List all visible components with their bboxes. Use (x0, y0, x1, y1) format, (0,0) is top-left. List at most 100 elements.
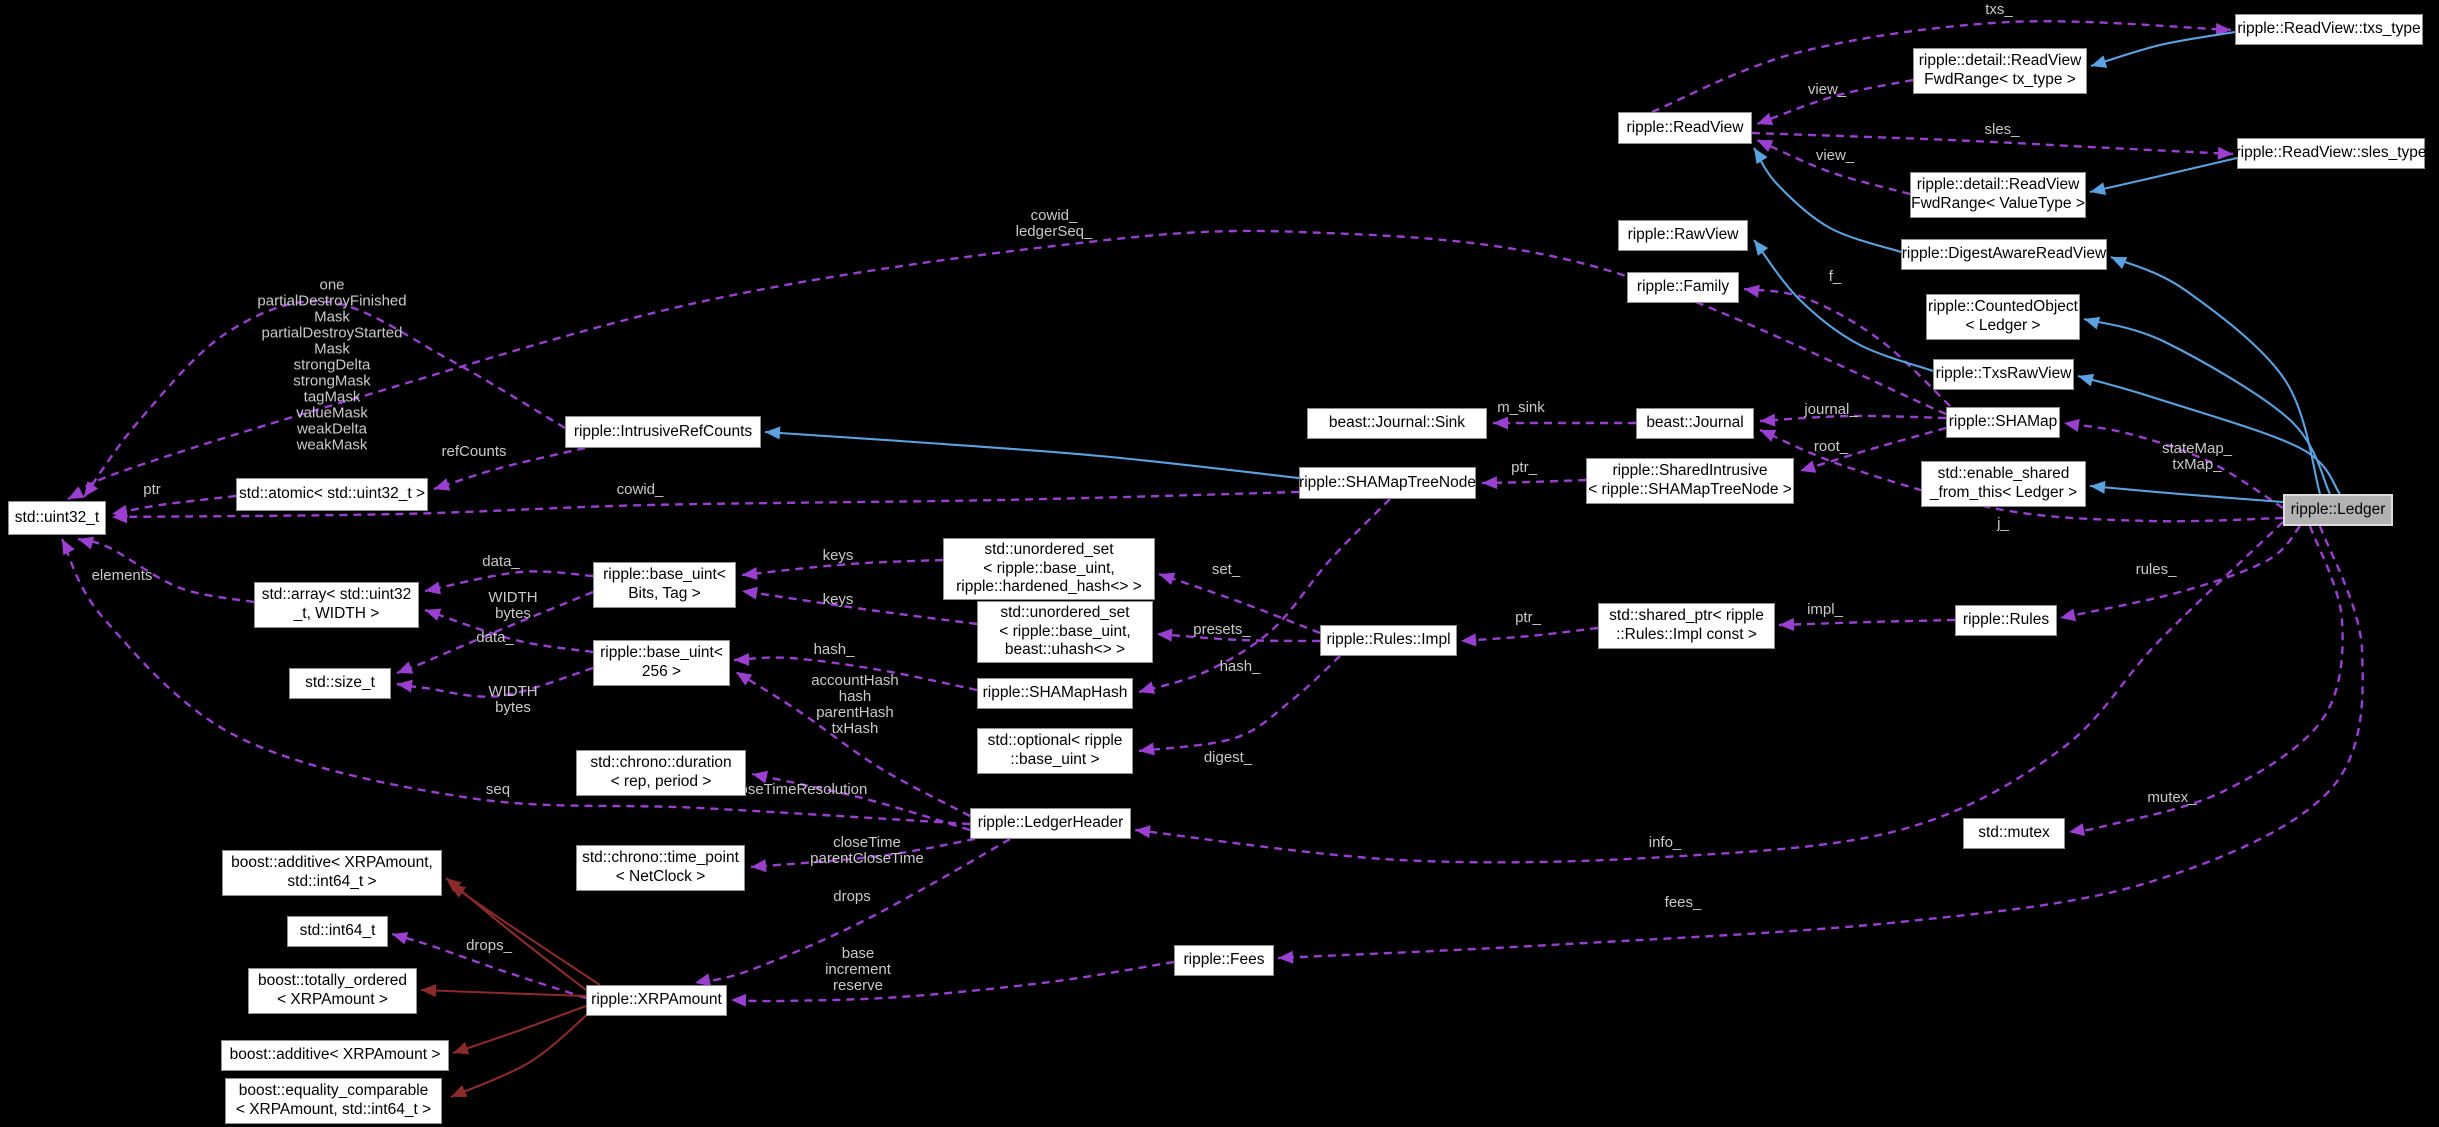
node-countedobject[interactable]: ripple::CountedObject < Ledger > (1926, 294, 2080, 340)
edge-pinh-equality-arrowhead (451, 1084, 468, 1097)
edge-inh-sles-type-arrowhead (2090, 182, 2107, 195)
edge-refcounts-arrowhead (434, 478, 451, 491)
node-readview-txs-type[interactable]: ripple::ReadView::txs_type (2235, 14, 2423, 45)
edge-closetimeres-arrowhead (752, 770, 769, 784)
node-chrono-duration[interactable]: std::chrono::duration < rep, period > (576, 750, 746, 796)
edge-label-info: info_ (1648, 833, 1682, 851)
edge-data2-arrowhead (425, 608, 442, 621)
node-atomic-uint32[interactable]: std::atomic< std::uint32_t > (236, 478, 428, 511)
node-ledger[interactable]: ripple::Ledger (2283, 494, 2393, 526)
edge-view-tx-arrowhead (1757, 112, 1774, 126)
edge-txs (1651, 20, 2232, 114)
edge-label-j: j_ (1997, 514, 2009, 532)
edge-inh-ledger-digestaware-arrowhead (2111, 257, 2128, 270)
node-unordered-set-hardened[interactable]: std::unordered_set < ripple::base_uint, … (943, 538, 1155, 600)
node-readview-sles-type[interactable]: ripple::ReadView::sles_type (2236, 138, 2427, 169)
edge-root-arrowhead (1800, 460, 1817, 473)
node-sharedintrusive[interactable]: ripple::SharedIntrusive < ripple::SHAMap… (1586, 458, 1794, 504)
edge-inh-ledger-enable-arrowhead (2090, 480, 2106, 494)
node-txsrawview[interactable]: ripple::TxsRawView (1933, 359, 2074, 390)
node-intrusiverefcounts[interactable]: ripple::IntrusiveRefCounts (565, 416, 761, 448)
edge-digest (1138, 655, 1341, 753)
node-boost-equality[interactable]: boost::equality_comparable < XRPAmount, … (225, 1078, 442, 1124)
node-shamaptreenode[interactable]: ripple::SHAMapTreeNode (1299, 467, 1476, 499)
node-readview-fwdrange-tx[interactable]: ripple::detail::ReadView FwdRange< tx_ty… (1913, 48, 2087, 94)
node-shamap[interactable]: ripple::SHAMap (1946, 407, 2060, 438)
edge-j (1759, 428, 2284, 523)
edge-hash2 (1138, 498, 1391, 694)
edge-drops-member (391, 932, 587, 1000)
node-boost-additive-int64[interactable]: boost::additive< XRPAmount, std::int64_t… (222, 850, 442, 896)
edge-ptr-rulesimpl (1460, 626, 1599, 643)
node-base-uint-256[interactable]: ripple::base_uint< 256 > (593, 640, 730, 686)
edge-elements-arrowhead (78, 536, 95, 550)
edge-pinh-additive-arrowhead (453, 1042, 470, 1055)
node-base-uint-bits[interactable]: ripple::base_uint< Bits, Tag > (593, 562, 736, 608)
node-readview[interactable]: ripple::ReadView (1618, 112, 1752, 144)
edge-label-elements: elements (91, 566, 153, 584)
node-family[interactable]: ripple::Family (1627, 272, 1739, 303)
node-boost-totally-ordered[interactable]: boost::totally_ordered < XRPAmount > (248, 968, 417, 1014)
edge-keys1-arrowhead (742, 567, 758, 580)
edge-keys2 (741, 589, 978, 626)
edge-masks (83, 299, 566, 498)
node-int64[interactable]: std::int64_t (287, 916, 388, 947)
node-journal[interactable]: beast::Journal (1636, 408, 1754, 439)
node-optional-base-uint[interactable]: std::optional< ripple ::base_uint > (977, 728, 1133, 774)
edge-label-view-tx: view_ (1807, 80, 1847, 98)
edge-drops-member-arrowhead (392, 932, 409, 945)
node-array-uint32[interactable]: std::array< std::uint32 _t, WIDTH > (254, 582, 419, 628)
edge-inh-treenode-refcounts (764, 430, 1300, 480)
edge-width1-arrowhead (397, 661, 414, 674)
node-shamaphash[interactable]: ripple::SHAMapHash (977, 678, 1133, 709)
node-rules[interactable]: ripple::Rules (1955, 605, 2057, 636)
edge-j-arrowhead (1760, 429, 1777, 442)
edge-inh-ledger-enable (2089, 484, 2284, 504)
edge-label-ptr-atomic: ptr (143, 480, 161, 498)
edge-ptr-treenode-arrowhead (1482, 476, 1498, 490)
edge-fees-edge-arrowhead (1278, 950, 1294, 964)
edge-root (1799, 426, 1947, 473)
edge-inh-txs-type (2090, 30, 2236, 68)
edge-set-arrowhead (1159, 572, 1176, 586)
edge-mutex-edge (2068, 525, 2344, 834)
edge-label-closetimeres: closeTimeResolution (728, 780, 868, 798)
node-shared-ptr-rules-impl[interactable]: std::shared_ptr< ripple ::Rules::Impl co… (1598, 603, 1775, 649)
edge-ptr-rulesimpl-arrowhead (1461, 633, 1477, 647)
edge-label-rules-edge: rules_ (2135, 560, 2177, 578)
edge-impl (1778, 618, 1956, 627)
edge-hash2-arrowhead (1139, 681, 1156, 694)
edge-label-set: set_ (1211, 560, 1241, 578)
edge-data1 (424, 570, 594, 593)
node-xrpamount[interactable]: ripple::XRPAmount (586, 985, 727, 1016)
edge-label-hash1: hash_ (813, 640, 855, 658)
node-enable-shared[interactable]: std::enable_shared _from_this< Ledger > (1921, 461, 2086, 507)
node-ledgerheader[interactable]: ripple::LedgerHeader (970, 808, 1131, 839)
edge-ptr-treenode (1481, 478, 1587, 485)
node-chrono-time-point[interactable]: std::chrono::time_point < NetClock > (576, 845, 745, 891)
node-rawview[interactable]: ripple::RawView (1618, 220, 1748, 251)
edge-label-ptr-rulesimpl: ptr_ (1515, 608, 1541, 626)
edge-rules-edge-arrowhead (2060, 608, 2077, 622)
edge-label-journal-edge: journal_ (1804, 400, 1858, 418)
node-digestawarereadview[interactable]: ripple::DigestAwareReadView (1901, 239, 2107, 270)
edge-label-digest: digest_ (1203, 748, 1253, 766)
edge-journal-edge-arrowhead (1760, 413, 1776, 427)
node-rules-impl[interactable]: ripple::Rules::Impl (1320, 625, 1457, 656)
node-readview-fwdrange-value[interactable]: ripple::detail::ReadView FwdRange< Value… (1910, 172, 2086, 218)
node-boost-additive[interactable]: boost::additive< XRPAmount > (221, 1040, 449, 1071)
edge-inh-ledger-txsraw (2077, 374, 2341, 495)
edge-pinh-additive (452, 1005, 587, 1054)
edge-sles (1751, 131, 2234, 156)
edge-label-ptr-treenode: ptr_ (1511, 458, 1537, 476)
edge-mutex-edge-arrowhead (2069, 823, 2085, 836)
edge-inh-txsraw-rawview (1753, 239, 1934, 372)
node-uint32[interactable]: std::uint32_t (8, 501, 106, 535)
node-unordered-set-uhash[interactable]: std::unordered_set < ripple::base_uint, … (977, 601, 1153, 663)
node-mutex[interactable]: std::mutex (1963, 818, 2065, 849)
node-size-t[interactable]: std::size_t (289, 668, 391, 699)
node-fees[interactable]: ripple::Fees (1174, 945, 1274, 976)
node-journal-sink[interactable]: beast::Journal::Sink (1307, 408, 1487, 439)
edge-presets (1156, 632, 1321, 643)
